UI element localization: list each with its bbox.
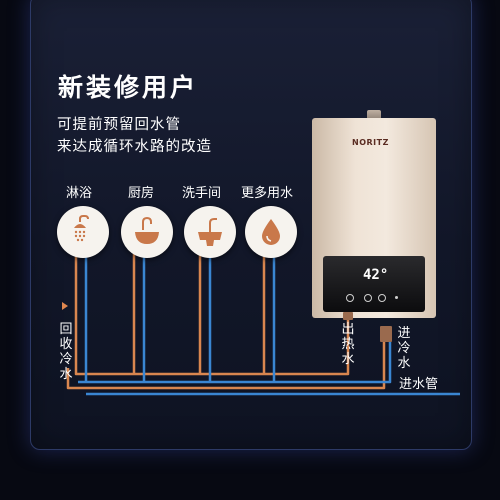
heater-brand-logo: NORITZ bbox=[352, 138, 389, 147]
headline: 新装修用户 bbox=[58, 73, 199, 102]
subtitle-line-2: 来达成循环水路的改造 bbox=[57, 139, 212, 155]
cold-in-label: 进冷水 bbox=[397, 326, 411, 371]
heater-button-2 bbox=[364, 294, 372, 302]
return-cold-pipe bbox=[66, 340, 386, 390]
water-drop-icon bbox=[245, 206, 297, 258]
subtitle-line-1: 可提前预留回水管 bbox=[57, 117, 181, 133]
inlet-pipe-label: 进水管 bbox=[399, 377, 439, 392]
fixture-label-shower: 淋浴 bbox=[66, 186, 93, 201]
kitchen-sink-icon bbox=[121, 206, 173, 258]
cold-water-main bbox=[78, 340, 392, 384]
fixture-label-kitchen: 厨房 bbox=[128, 186, 155, 201]
heater-control-panel bbox=[323, 256, 425, 312]
fixture-label-washroom: 洗手间 bbox=[182, 186, 222, 201]
shower-icon bbox=[57, 206, 109, 258]
washbasin-icon bbox=[184, 206, 236, 258]
hot-outlet-fitting bbox=[343, 312, 353, 320]
cold-inlet-valve bbox=[380, 326, 392, 342]
heater-button-1 bbox=[346, 294, 354, 302]
heater-button-3 bbox=[378, 294, 386, 302]
flow-arrow-icon bbox=[62, 302, 68, 310]
return-cold-label: 回收冷水 bbox=[59, 322, 73, 382]
hot-water-pipe bbox=[74, 250, 350, 376]
heater-exhaust-vent bbox=[367, 110, 381, 120]
temperature-display: 42° bbox=[363, 267, 389, 283]
heater-indicator-dot bbox=[395, 296, 398, 299]
fixture-label-more: 更多用水 bbox=[241, 186, 294, 201]
hot-out-label: 出热水 bbox=[341, 322, 355, 367]
